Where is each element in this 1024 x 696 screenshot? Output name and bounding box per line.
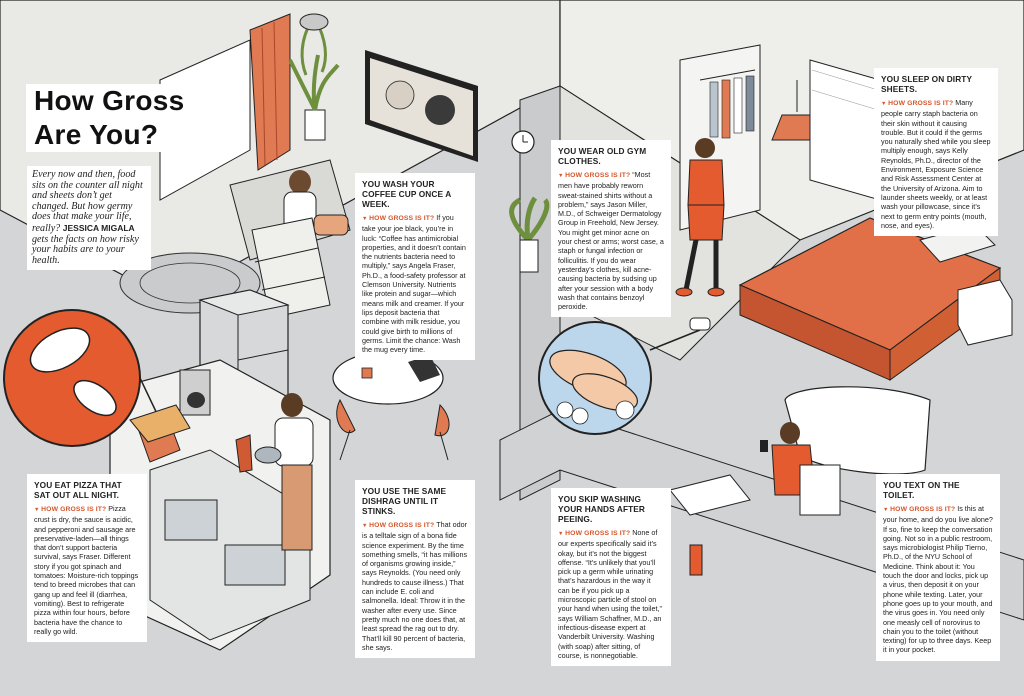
headline-line-1: How Gross — [26, 84, 193, 118]
coffee-body: If you take your joe black, you’re in lu… — [362, 213, 466, 355]
headline: How Gross Are You? — [26, 84, 231, 156]
intro-deck: Every now and then, food sits on the cou… — [27, 166, 151, 271]
pizza-body: Pizza crust is dry, the sauce is acidic,… — [34, 504, 139, 636]
toilet-heading: YOU TEXT ON THE TOILET. — [883, 480, 960, 500]
sheets-heading: YOU SLEEP ON DIRTY SHEETS. — [881, 74, 972, 94]
sheets-body: Many people carry staph bacteria on thei… — [881, 98, 991, 230]
hands-heading: YOU SKIP WASHING YOUR HANDS AFTER PEEING… — [558, 494, 646, 524]
pizza-heading: YOU EAT PIZZA THAT SAT OUT ALL NIGHT. — [34, 480, 122, 500]
sidebar-pizza: YOU EAT PIZZA THAT SAT OUT ALL NIGHT. HO… — [27, 474, 147, 643]
gym-tag: HOW GROSS IS IT? — [558, 172, 630, 179]
pizza-tag: HOW GROSS IS IT? — [34, 506, 106, 513]
intro-author: JESSICA MIGALA — [62, 222, 135, 233]
dishrag-body: That odor is a telltale sign of a bona f… — [362, 520, 468, 652]
gym-body: “Most men have probably reworn sweat-sta… — [558, 170, 664, 312]
dishrag-tag: HOW GROSS IS IT? — [362, 522, 434, 529]
sheets-tag: HOW GROSS IS IT? — [881, 100, 953, 107]
intro-lead: Every now and then, food sits on the cou… — [32, 169, 143, 234]
sidebar-dirty-sheets: YOU SLEEP ON DIRTY SHEETS. HOW GROSS IS … — [874, 68, 998, 237]
sidebar-toilet-texting: YOU TEXT ON THE TOILET. HOW GROSS IS IT?… — [876, 474, 1000, 661]
gym-heading: YOU WEAR OLD GYM CLOTHES. — [558, 146, 647, 166]
hands-body: None of our experts specifically said it… — [558, 528, 662, 660]
coffee-heading: YOU WASH YOUR COFFEE CUP ONCE A WEEK. — [362, 179, 451, 209]
intro-tail: gets the facts on how risky your habits … — [32, 233, 139, 266]
toilet-body: Is this at your home, and do you live al… — [883, 504, 993, 655]
toilet-tag: HOW GROSS IS IT? — [883, 506, 955, 513]
sidebar-gym-clothes: YOU WEAR OLD GYM CLOTHES. HOW GROSS IS I… — [551, 140, 671, 318]
hands-tag: HOW GROSS IS IT? — [558, 530, 630, 537]
dishrag-heading: YOU USE THE SAME DISHRAG UNTIL IT STINKS… — [362, 486, 447, 516]
sidebar-dishrag: YOU USE THE SAME DISHRAG UNTIL IT STINKS… — [355, 480, 475, 659]
coffee-tag: HOW GROSS IS IT? — [362, 215, 434, 222]
headline-line-2: Are You? — [26, 118, 167, 152]
sidebar-hand-washing: YOU SKIP WASHING YOUR HANDS AFTER PEEING… — [551, 488, 671, 667]
sidebar-coffee-cup: YOU WASH YOUR COFFEE CUP ONCE A WEEK. HO… — [355, 173, 475, 361]
